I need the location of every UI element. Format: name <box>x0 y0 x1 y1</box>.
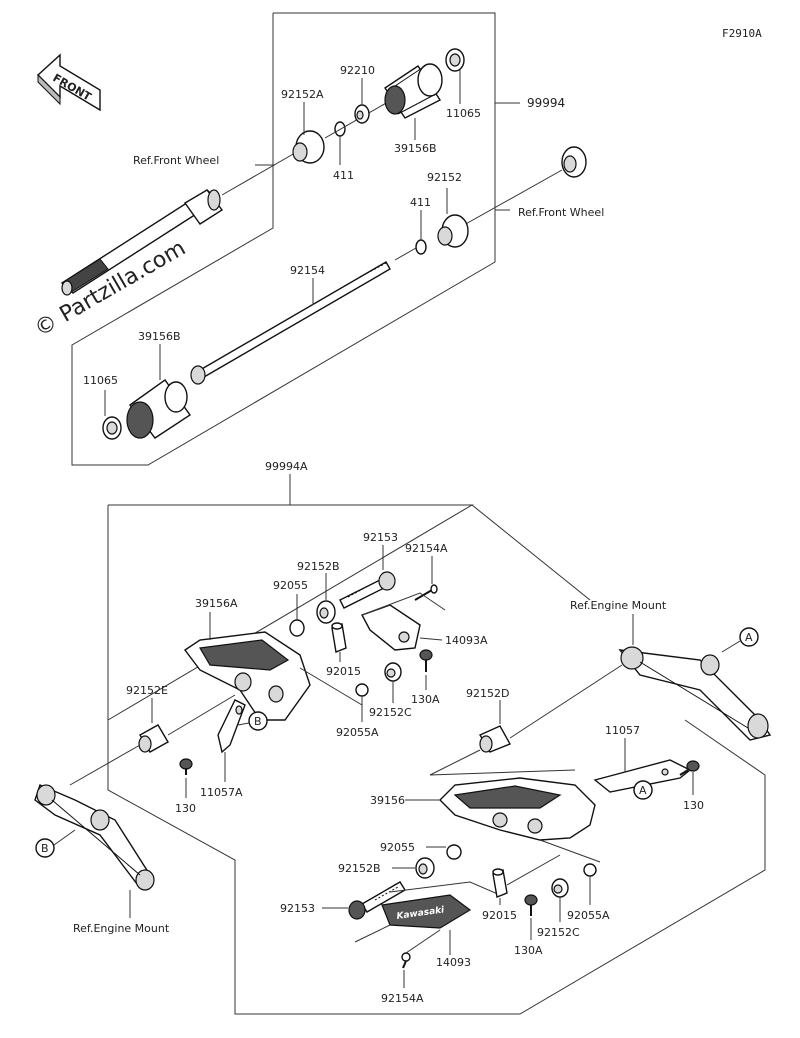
screw-92154a-bottom <box>401 952 411 969</box>
ref-engine-mount-left: Ref.Engine Mount <box>73 922 170 935</box>
upper-kit-outline <box>71 12 520 466</box>
label-92210: 92210 <box>340 64 375 77</box>
washer-411-mid <box>415 239 427 255</box>
nut-92210 <box>354 104 370 124</box>
label-11065-top: 11065 <box>446 107 481 120</box>
bolt-130-left <box>179 758 193 775</box>
callout-b-left <box>35 838 55 858</box>
bolt-130a-bottom <box>524 894 538 916</box>
callout-a-lower <box>633 780 653 800</box>
collar-92152b-bottom <box>415 857 435 879</box>
label-92153-bottom: 92153 <box>280 902 315 915</box>
slider-39156b-top <box>384 63 443 119</box>
label-92152d: 92152D <box>466 687 509 700</box>
label-130a-top: 130A <box>411 693 440 706</box>
label-11057a: 11057A <box>200 786 243 799</box>
bolt-92154 <box>190 261 391 385</box>
callout-a-lower-label: A <box>639 784 647 797</box>
label-411-mid: 411 <box>410 196 431 209</box>
callout-b-mid-label: B <box>254 715 262 728</box>
label-14093: 14093 <box>436 956 471 969</box>
lower-kit-label: 99994A <box>265 460 308 473</box>
cap-11065-bottom <box>102 416 122 440</box>
label-130-left: 130 <box>175 802 196 815</box>
label-92152a: 92152A <box>281 88 324 101</box>
bolt-92153-top <box>339 571 396 609</box>
label-92055a-top: 92055A <box>336 726 379 739</box>
ref-engine-mount-right: Ref.Engine Mount <box>570 599 667 612</box>
bracket-11057 <box>593 759 692 793</box>
ref-front-wheel-left: Ref.Front Wheel <box>133 154 219 167</box>
label-130a-bottom: 130A <box>514 944 543 957</box>
collar-92152c-bottom <box>551 878 569 898</box>
label-130-right: 130 <box>683 799 704 812</box>
label-92152: 92152 <box>427 171 462 184</box>
bolt-130-right <box>679 760 700 776</box>
engine-mount-right <box>618 646 772 741</box>
label-92152b-bottom: 92152B <box>338 862 381 875</box>
callout-a-right-label: A <box>745 631 753 644</box>
label-92152c-top: 92152C <box>369 706 412 719</box>
callout-b-mid <box>248 711 268 731</box>
wheel-collar-right <box>561 146 587 178</box>
label-92152b-top: 92152B <box>297 560 340 573</box>
label-92055-top: 92055 <box>273 579 308 592</box>
callout-b-left-label: B <box>41 842 49 855</box>
bracket-11057a <box>217 699 246 754</box>
collar-92152a <box>292 130 325 164</box>
label-92055a-bottom: 92055A <box>567 909 610 922</box>
upper-kit-label: 99994 <box>527 96 565 110</box>
label-39156b-bottom: 39156B <box>138 330 181 343</box>
oring-92055a-top <box>355 683 369 697</box>
callout-a-right <box>739 627 759 647</box>
collar-92152b-top <box>316 600 336 624</box>
spacer-92015-top <box>331 622 347 653</box>
front-axle <box>60 189 224 296</box>
collar-92152d <box>479 725 511 753</box>
label-92154a-bottom: 92154A <box>381 992 424 1005</box>
label-39156a: 39156A <box>195 597 238 610</box>
label-92154: 92154 <box>290 264 325 277</box>
label-92154a-top: 92154A <box>405 542 448 555</box>
slider-39156b-bottom <box>126 379 191 439</box>
screw-92154a-top <box>414 584 438 601</box>
oring-92055a-bottom <box>583 863 597 877</box>
label-92152c-bottom: 92152C <box>537 926 580 939</box>
oring-92055-top <box>289 619 305 637</box>
collar-92152e <box>138 724 169 753</box>
label-11057: 11057 <box>605 724 640 737</box>
label-92015-top: 92015 <box>326 665 361 678</box>
label-92015-bottom: 92015 <box>482 909 517 922</box>
diagram-code: F2910A <box>722 27 762 40</box>
plate-14093: Kawasaki <box>381 894 472 929</box>
bracket-39156a <box>183 631 311 721</box>
ref-front-wheel-right: Ref.Front Wheel <box>518 206 604 219</box>
label-411-top: 411 <box>333 169 354 182</box>
cap-11065-top <box>445 48 465 72</box>
front-arrow-icon: FRONT <box>36 53 101 112</box>
plate-14093a <box>361 604 421 651</box>
lower-kit-outline <box>107 504 766 1015</box>
label-39156b-top: 39156B <box>394 142 437 155</box>
engine-mount-left <box>34 784 155 891</box>
collar-92152c-top <box>384 662 402 682</box>
label-92153-top: 92153 <box>363 531 398 544</box>
collar-92152 <box>437 214 469 248</box>
label-11065-bottom: 11065 <box>83 374 118 387</box>
bracket-39156 <box>439 777 596 841</box>
label-39156: 39156 <box>370 794 405 807</box>
oring-92055-bottom <box>446 844 462 860</box>
label-92055-bottom: 92055 <box>380 841 415 854</box>
label-92152e: 92152E <box>126 684 168 697</box>
spacer-92015-bottom <box>492 868 508 898</box>
label-14093a: 14093A <box>445 634 488 647</box>
bolt-130a-top <box>419 649 433 672</box>
